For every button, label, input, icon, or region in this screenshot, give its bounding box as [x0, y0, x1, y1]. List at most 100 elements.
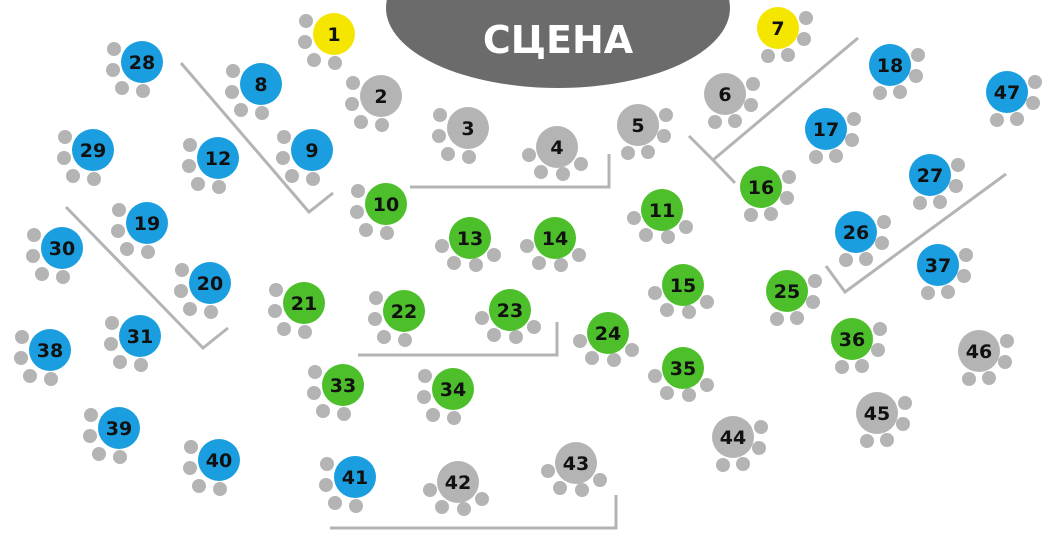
- table-circle[interactable]: [72, 129, 114, 171]
- seat[interactable]: [998, 355, 1012, 369]
- seat[interactable]: [234, 103, 248, 117]
- seat[interactable]: [345, 97, 359, 111]
- seat[interactable]: [660, 386, 674, 400]
- seat[interactable]: [893, 85, 907, 99]
- seat[interactable]: [860, 434, 874, 448]
- table-circle[interactable]: [360, 75, 402, 117]
- table-20[interactable]: 20: [174, 262, 231, 319]
- seat[interactable]: [708, 115, 722, 129]
- table-33[interactable]: 33: [307, 364, 364, 421]
- table-10[interactable]: 10: [350, 183, 407, 240]
- seat[interactable]: [871, 343, 885, 357]
- table-1[interactable]: 1: [298, 13, 355, 70]
- seat[interactable]: [659, 108, 673, 122]
- table-14[interactable]: 14: [520, 217, 586, 272]
- seat[interactable]: [873, 86, 887, 100]
- table-circle[interactable]: [835, 211, 877, 253]
- table-5[interactable]: 5: [617, 104, 673, 160]
- table-circle[interactable]: [197, 137, 239, 179]
- table-circle[interactable]: [119, 315, 161, 357]
- seat[interactable]: [522, 148, 536, 162]
- table-11[interactable]: 11: [627, 189, 693, 244]
- seat[interactable]: [204, 305, 218, 319]
- seat[interactable]: [859, 252, 873, 266]
- table-circle[interactable]: [383, 290, 425, 332]
- table-23[interactable]: 23: [475, 289, 541, 344]
- seat[interactable]: [682, 305, 696, 319]
- seat[interactable]: [847, 112, 861, 126]
- seat[interactable]: [575, 483, 589, 497]
- seat[interactable]: [520, 239, 534, 253]
- seat[interactable]: [349, 499, 363, 513]
- table-6[interactable]: 6: [704, 73, 760, 129]
- table-18[interactable]: 18: [869, 44, 925, 100]
- seat[interactable]: [66, 169, 80, 183]
- seat[interactable]: [799, 11, 813, 25]
- seat[interactable]: [627, 211, 641, 225]
- seat[interactable]: [839, 253, 853, 267]
- seat[interactable]: [1010, 112, 1024, 126]
- seat[interactable]: [398, 333, 412, 347]
- seat[interactable]: [346, 76, 360, 90]
- seat[interactable]: [873, 322, 887, 336]
- seat[interactable]: [933, 195, 947, 209]
- table-9[interactable]: 9: [276, 129, 333, 186]
- table-circle[interactable]: [126, 202, 168, 244]
- seat[interactable]: [607, 353, 621, 367]
- seat[interactable]: [487, 328, 501, 342]
- table-circle[interactable]: [322, 364, 364, 406]
- seat[interactable]: [377, 330, 391, 344]
- table-34[interactable]: 34: [417, 368, 474, 425]
- table-42[interactable]: 42: [423, 461, 489, 516]
- seat[interactable]: [35, 267, 49, 281]
- table-13[interactable]: 13: [435, 217, 501, 272]
- seat[interactable]: [27, 228, 41, 242]
- table-circle[interactable]: [489, 289, 531, 331]
- seat[interactable]: [541, 464, 555, 478]
- seat[interactable]: [134, 358, 148, 372]
- seat[interactable]: [141, 245, 155, 259]
- seat[interactable]: [183, 302, 197, 316]
- seat[interactable]: [191, 177, 205, 191]
- seat[interactable]: [306, 172, 320, 186]
- table-circle[interactable]: [869, 44, 911, 86]
- seat[interactable]: [213, 482, 227, 496]
- table-46[interactable]: 46: [958, 330, 1014, 386]
- table-circle[interactable]: [41, 227, 83, 269]
- seat[interactable]: [639, 228, 653, 242]
- seat[interactable]: [23, 369, 37, 383]
- seat[interactable]: [307, 53, 321, 67]
- seat[interactable]: [113, 450, 127, 464]
- seat[interactable]: [880, 433, 894, 447]
- seat[interactable]: [107, 42, 121, 56]
- table-circle[interactable]: [740, 166, 782, 208]
- table-40[interactable]: 40: [183, 439, 240, 496]
- table-circle[interactable]: [240, 63, 282, 105]
- seat[interactable]: [56, 270, 70, 284]
- table-circle[interactable]: [641, 189, 683, 231]
- seat[interactable]: [83, 429, 97, 443]
- seat[interactable]: [621, 146, 635, 160]
- seat[interactable]: [764, 207, 778, 221]
- seat[interactable]: [1026, 96, 1040, 110]
- table-circle[interactable]: [437, 461, 479, 503]
- table-22[interactable]: 22: [368, 290, 425, 347]
- table-circle[interactable]: [587, 312, 629, 354]
- table-circle[interactable]: [617, 104, 659, 146]
- seat[interactable]: [350, 205, 364, 219]
- seat[interactable]: [447, 256, 461, 270]
- seat[interactable]: [351, 184, 365, 198]
- seat[interactable]: [532, 256, 546, 270]
- seat[interactable]: [829, 149, 843, 163]
- seat[interactable]: [307, 386, 321, 400]
- table-circle[interactable]: [121, 41, 163, 83]
- seat[interactable]: [728, 114, 742, 128]
- table-25[interactable]: 25: [766, 270, 822, 326]
- seat[interactable]: [782, 170, 796, 184]
- seat[interactable]: [661, 230, 675, 244]
- seat[interactable]: [58, 130, 72, 144]
- seat[interactable]: [277, 130, 291, 144]
- seat[interactable]: [92, 447, 106, 461]
- seat[interactable]: [418, 369, 432, 383]
- seat[interactable]: [175, 263, 189, 277]
